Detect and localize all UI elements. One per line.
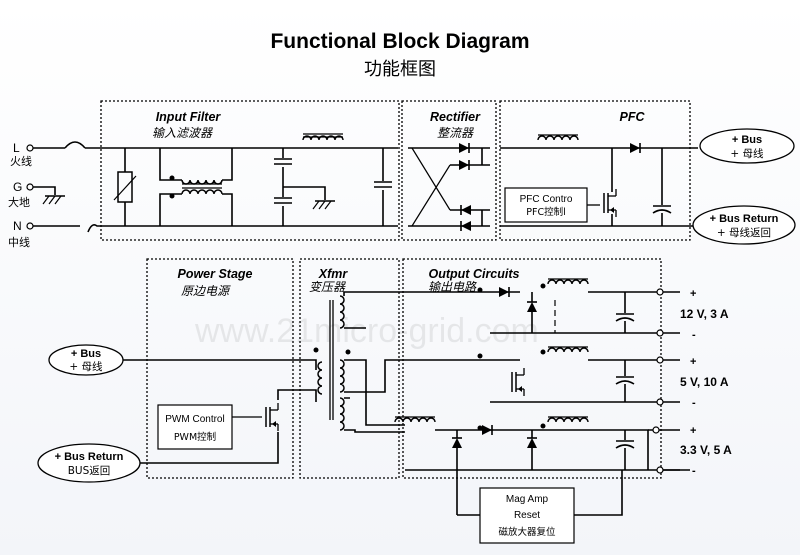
- out3-label: 3.3 V, 5 A: [680, 443, 732, 457]
- xfmr-block: [299, 258, 400, 479]
- bus-return-in-cn: BUS返回: [68, 465, 111, 477]
- line-n: [33, 224, 398, 233]
- input-g-terminal: [26, 183, 34, 191]
- input-n-cn: 中线: [8, 235, 30, 249]
- out2-minus: -: [692, 397, 696, 409]
- out2-label: 5 V, 10 A: [680, 375, 729, 389]
- rectifier-block: [401, 100, 497, 241]
- bus-in-en: + Bus: [71, 348, 101, 360]
- power-stage-title-cn: 原边电源: [181, 284, 231, 298]
- rectifier-title-cn: 整流器: [437, 126, 474, 140]
- pfc-control-label-cn: PFC控制l: [526, 206, 565, 218]
- ycap-ground: [283, 186, 326, 200]
- bus-out-label: [699, 128, 795, 164]
- mag-amp-cn: 磁放大器复位: [498, 526, 556, 538]
- bus-return-in-en: + Bus Return: [55, 451, 124, 463]
- cm-choke-leads: [159, 148, 233, 226]
- bus-return-out-cn: + 母线返回: [717, 226, 771, 239]
- out3-minus: -: [692, 465, 696, 477]
- input-filter-block: [100, 100, 400, 241]
- bus-return-out-label: [692, 205, 796, 245]
- bus-return-wire: [140, 432, 279, 464]
- out1-label: 12 V, 3 A: [680, 307, 729, 321]
- bus-in-cn: + 母线: [69, 360, 103, 373]
- bus-out-en: + Bus: [732, 134, 762, 146]
- xfmr-title-cn: 变压器: [309, 280, 346, 294]
- input-l-cn: 火线: [10, 154, 32, 168]
- out1-minus: -: [692, 329, 696, 341]
- pfc-block: [499, 100, 691, 241]
- bus-return-out-en: + Bus Return: [710, 213, 779, 225]
- diagram-subtitle-cn: 功能框图: [364, 59, 436, 80]
- bus-in-wire: [123, 359, 317, 370]
- input-l-pin: L: [13, 141, 20, 155]
- output-circuits-title: Output Circuits: [429, 267, 520, 281]
- input-filter-title-cn: 输入滤波器: [152, 126, 213, 140]
- input-n-pin: N: [13, 219, 22, 233]
- varistor: [117, 171, 133, 203]
- rectifier-title: Rectifier: [430, 110, 481, 124]
- xfmr-title: Xfmr: [318, 267, 349, 281]
- line-g: [33, 186, 56, 195]
- input-n-terminal: [26, 222, 34, 230]
- out3-plus: +: [690, 425, 696, 437]
- mag-amp-line2: Reset: [514, 510, 540, 521]
- out1-plus: +: [690, 288, 696, 300]
- output-circuits-block: [402, 258, 662, 479]
- power-stage-title: Power Stage: [177, 267, 252, 281]
- pfc-title: PFC: [620, 110, 646, 124]
- pfc-control-label: PFC Contro: [520, 194, 573, 205]
- mag-amp-line1: Mag Amp: [506, 494, 549, 505]
- watermark: www.21micro-grid.com: [194, 312, 539, 350]
- diagram-title: Functional Block Diagram: [270, 30, 529, 53]
- input-g-cn: 大地: [8, 195, 30, 209]
- input-l-terminal: [26, 144, 34, 152]
- input-filter-title: Input Filter: [156, 110, 222, 124]
- bus-out-cn: + 母线: [730, 147, 764, 160]
- line-l: [33, 141, 398, 149]
- pwm-control-label: PWM Control: [165, 414, 224, 425]
- output-circuits-title-cn: 输出电路: [428, 280, 477, 294]
- power-stage-block: [146, 258, 294, 479]
- pwm-control-label-cn: PWM控制: [174, 431, 216, 443]
- input-g-pin: G: [13, 180, 22, 194]
- out2-plus: +: [690, 356, 696, 368]
- pwm-control-box: [157, 404, 233, 450]
- mag-amp-box: [479, 487, 575, 544]
